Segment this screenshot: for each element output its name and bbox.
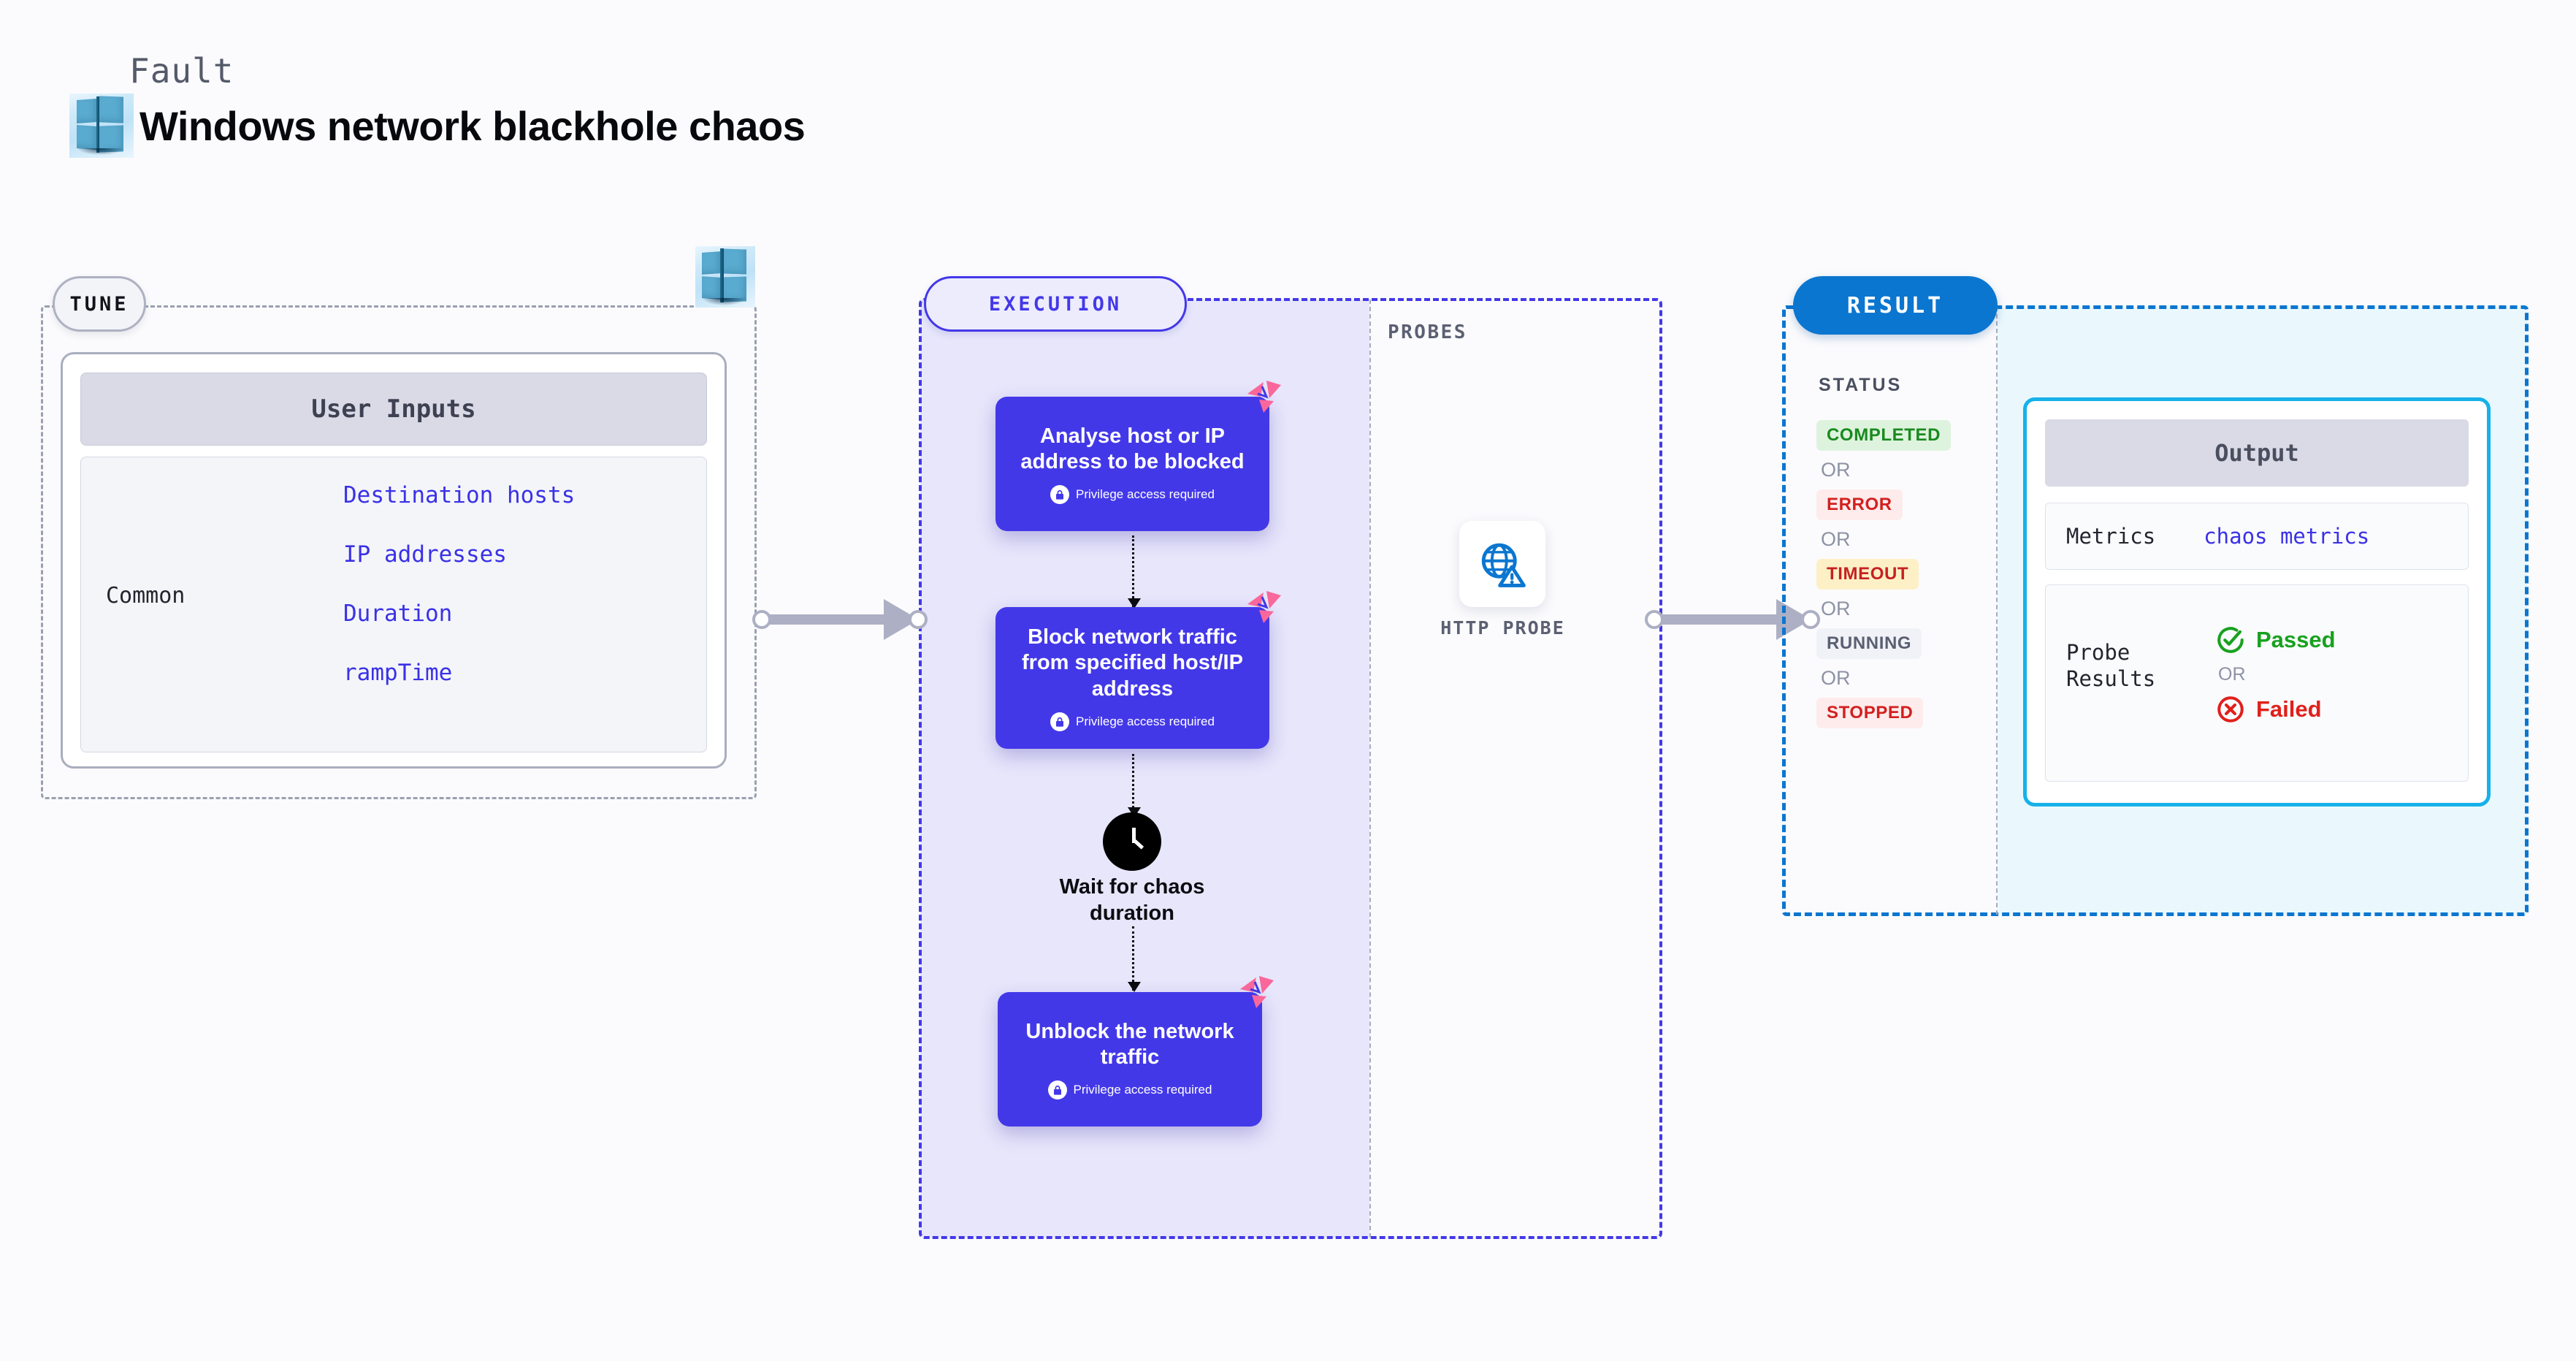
result-divider (1996, 307, 1998, 915)
probe-failed-text: Failed (2256, 696, 2322, 722)
common-group-label: Common (106, 583, 186, 609)
privilege-row: Privilege access required (1050, 485, 1215, 505)
metrics-row: Metrics chaos metrics (2045, 503, 2469, 570)
result-section-pill[interactable]: RESULT (1793, 276, 1998, 335)
tune-section-boundary (41, 305, 757, 799)
privilege-text: Privilege access required (1076, 487, 1215, 502)
http-probe-tile[interactable] (1459, 521, 1545, 607)
litmus-chaos-icon (1240, 976, 1274, 1008)
status-badge: STOPPED (1816, 698, 1924, 728)
title-row: Windows network blackhole chaos (69, 94, 806, 158)
probes-section-label: PROBES (1388, 321, 1467, 343)
connector-start-dot (752, 610, 771, 629)
step-flow-arrow (1128, 926, 1141, 992)
privilege-row: Privilege access required (1047, 1080, 1212, 1100)
user-inputs-header: User Inputs (80, 373, 707, 446)
step-title: Analyse host or IP address to be blocked (1020, 424, 1245, 473)
result-section-boundary (1782, 305, 2529, 916)
param-destination-hosts[interactable]: Destination hosts (343, 482, 576, 508)
connector-line (768, 614, 888, 625)
execution-step-card[interactable]: Unblock the network traffic Privilege ac… (998, 976, 1274, 1126)
step-title: Unblock the network traffic (1025, 1019, 1234, 1069)
litmus-chaos-icon (1247, 591, 1281, 623)
probe-passed-text: Passed (2256, 627, 2336, 652)
param-duration[interactable]: Duration (343, 601, 453, 627)
param-ramptime[interactable]: rampTime (343, 660, 453, 686)
or-separator: OR (2218, 664, 2246, 685)
check-circle-icon (2217, 627, 2244, 653)
or-separator: OR (1821, 667, 1851, 689)
step-flow-arrow (1128, 535, 1141, 609)
lock-icon (1050, 712, 1070, 732)
clock-icon (1103, 812, 1161, 871)
step-title: Block network traffic from specified hos… (1022, 625, 1243, 701)
tune-section-pill[interactable]: TUNE (53, 276, 146, 332)
probe-result-passed: Passed (2215, 625, 2336, 655)
litmus-chaos-icon (1247, 381, 1281, 413)
fault-label: Fault (129, 51, 234, 91)
status-badge: TIMEOUT (1816, 559, 1919, 590)
status-badge: COMPLETED (1816, 420, 1952, 451)
tune-windows-logo-icon (695, 246, 755, 308)
metrics-value-link[interactable]: chaos metrics (2204, 524, 2370, 549)
connector-end-dot (909, 610, 928, 629)
probe-results-values: Passed OR Failed (2215, 625, 2336, 725)
param-ip-addresses[interactable]: IP addresses (343, 541, 507, 568)
x-circle-icon (2217, 696, 2244, 723)
probe-result-failed: Failed (2215, 694, 2336, 725)
metrics-key: Metrics (2066, 523, 2156, 549)
execution-section-pill[interactable]: EXECUTION (924, 276, 1187, 332)
or-separator: OR (1821, 459, 1851, 481)
parameter-list: Destination hosts IP addresses Duration … (343, 482, 708, 686)
connector-end-dot (1801, 610, 1820, 629)
connector-start-dot (1645, 610, 1664, 629)
execution-step-card[interactable]: Analyse host or IP address to be blocked… (995, 381, 1281, 531)
parameters-panel (80, 457, 707, 752)
status-badge: RUNNING (1816, 628, 1922, 659)
lock-icon (1047, 1080, 1067, 1100)
page-title: Windows network blackhole chaos (139, 102, 806, 149)
globe-warning-icon (1481, 543, 1526, 587)
lock-icon (1050, 485, 1070, 505)
probes-divider (1369, 300, 1371, 1238)
status-badge-list: COMPLETED OR ERROR OR TIMEOUT OR RUNNING… (1816, 420, 1984, 728)
windows-logo-icon (69, 94, 134, 158)
or-separator: OR (1821, 598, 1851, 619)
privilege-text: Privilege access required (1076, 714, 1215, 729)
status-badge: ERROR (1816, 489, 1903, 520)
execution-section-boundary (919, 298, 1662, 1239)
privilege-text: Privilege access required (1073, 1083, 1212, 1097)
wait-step-label: Wait for chaos duration (1059, 875, 1205, 926)
connector-tune-to-execution (752, 599, 928, 640)
or-separator: OR (1821, 528, 1851, 550)
http-probe-label: HTTP PROBE (1440, 617, 1565, 638)
step-flow-arrow (1128, 754, 1141, 817)
page-header: Fault Windows network blackhole chaos (69, 51, 806, 158)
status-column-label: STATUS (1819, 375, 1903, 395)
connector-line (1661, 614, 1781, 625)
execution-step-card[interactable]: Block network traffic from specified hos… (995, 591, 1281, 749)
privilege-row: Privilege access required (1050, 712, 1215, 732)
output-card-header: Output (2045, 419, 2469, 487)
